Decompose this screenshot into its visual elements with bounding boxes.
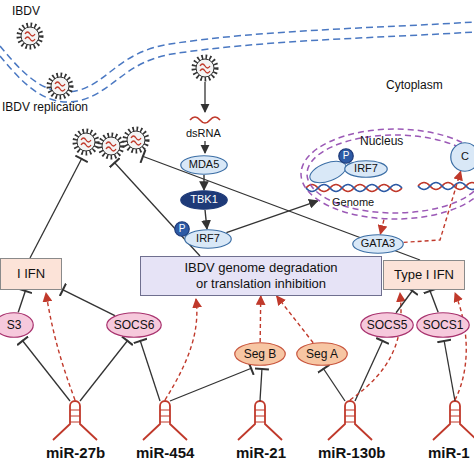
- target-oval: S3: [0, 312, 34, 338]
- node-text: P: [343, 150, 350, 162]
- indirect-arrow: [259, 296, 261, 342]
- node-text: IBDV genome degradation or translation i…: [179, 260, 343, 291]
- target-oval: SOCS6: [106, 312, 162, 338]
- phospho-circle: P: [338, 148, 354, 164]
- mirna-label: miR-21: [236, 444, 286, 461]
- molecule-label: Genome: [332, 196, 374, 208]
- mirna-label: miR-1: [428, 444, 470, 461]
- node-text: GATA3: [361, 237, 395, 250]
- target-oval: SOCS1: [416, 312, 470, 338]
- node-text: IRF7: [196, 232, 220, 245]
- segment-oval: Seg B: [234, 342, 286, 366]
- pathway-box: I IFN: [0, 258, 62, 290]
- node-text: MDA5: [189, 158, 220, 171]
- protein-oval: MDA5: [180, 155, 228, 175]
- inhibition-line: [62, 289, 115, 315]
- node-text: SOCS6: [114, 318, 155, 332]
- transcription-factor-oval: GATA3: [352, 234, 404, 254]
- protein-oval: IRF7: [344, 160, 388, 178]
- node-text: Type I IFN: [394, 267, 454, 283]
- mirna-label: miR-454: [136, 444, 194, 461]
- molecule-label: dsRNA: [186, 127, 221, 139]
- nucleus-outline: NucleusP IRF7 C: [300, 128, 474, 220]
- node-text: S3: [7, 318, 22, 332]
- node-text: Nucleus: [360, 134, 403, 148]
- effect-box: IBDV genome degradation or translation i…: [140, 256, 382, 296]
- node-text: TBK1: [190, 193, 218, 206]
- process-label: IBDV replication: [2, 100, 88, 114]
- activation-arrow: [205, 210, 207, 229]
- compartment-label: Cytoplasm: [386, 78, 443, 92]
- inhibition-line: [396, 290, 413, 313]
- kinase-oval: TBK1: [180, 190, 228, 210]
- inhibition-line: [18, 290, 25, 312]
- node-text: SOCS5: [367, 318, 408, 332]
- activation-arrow: [203, 175, 204, 190]
- activation-arrow: [226, 201, 317, 233]
- pathway-box: Type I IFN: [383, 260, 465, 290]
- protein-oval: C: [450, 142, 474, 172]
- protein-oval: IRF7: [184, 229, 232, 249]
- node-text: SOCS1: [423, 318, 464, 332]
- virus-label: IBDV: [12, 4, 40, 18]
- mirna-label: miR-27b: [46, 444, 105, 461]
- indirect-arrow: [277, 296, 314, 343]
- indirect-arrow: [404, 171, 461, 242]
- target-oval: SOCS5: [360, 312, 414, 338]
- node-text: P: [179, 223, 186, 235]
- node-text: I IFN: [17, 266, 45, 282]
- inhibition-line: [430, 290, 438, 312]
- mirna-label: miR-130b: [318, 444, 386, 461]
- node-text: C: [461, 150, 469, 163]
- node-text: Seg A: [306, 347, 338, 361]
- node-text: Seg B: [244, 347, 277, 361]
- segment-oval: Seg A: [296, 342, 348, 366]
- node-text: IRF7: [354, 162, 378, 175]
- indirect-arrow: [380, 220, 383, 234]
